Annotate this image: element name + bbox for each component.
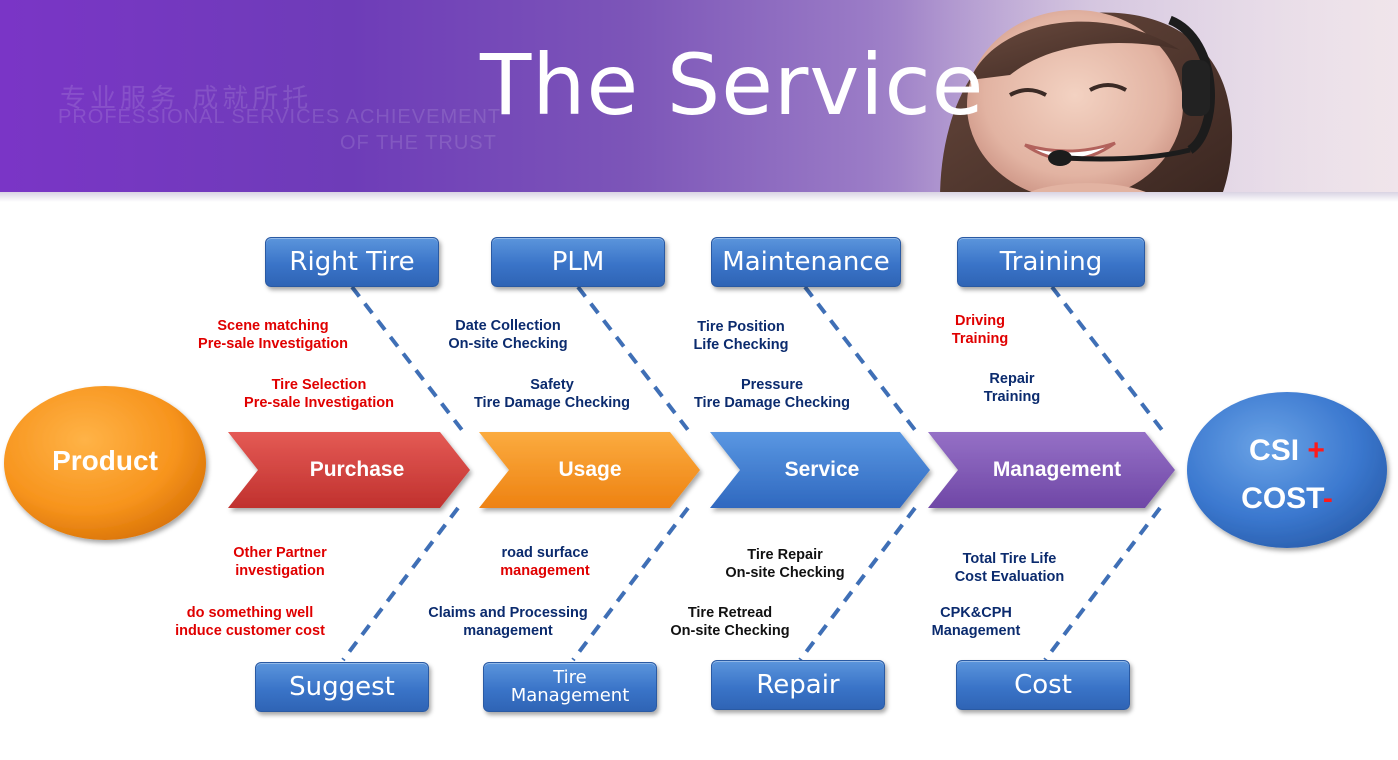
connector-maintenance [803, 285, 917, 432]
note-driving-training: Driving Training [951, 313, 1009, 347]
box-training[interactable]: Training [957, 237, 1145, 287]
csi-label: CSI + [1222, 434, 1352, 468]
usage-arrow [479, 432, 700, 508]
cost-label: COST- [1222, 482, 1352, 516]
note-date-collection: Date Collection On-site Checking [448, 318, 568, 352]
connector-tire-management [571, 506, 690, 662]
stage-service-label: Service [784, 458, 860, 481]
box-tire-management-line1: Tire [553, 667, 587, 688]
cost-text: COST [1241, 482, 1323, 515]
product-label: Product [52, 445, 158, 476]
box-tire-management-line2: Management [510, 685, 630, 706]
note-pressure: Pressure Tire Damage Checking [693, 377, 851, 411]
note-cpk-cph: CPK&CPH Management [931, 605, 1021, 639]
note-tire-retread: Tire Retread On-site Checking [670, 605, 790, 639]
note-other-partner: Other Partner investigation [233, 545, 327, 579]
box-repair[interactable]: Repair [711, 660, 885, 710]
management-arrow [928, 432, 1175, 508]
product-circle [4, 386, 206, 540]
connector-training [1050, 285, 1164, 432]
stage-usage-label: Usage [558, 458, 622, 481]
connector-cost [1043, 506, 1162, 662]
connector-plm [576, 285, 690, 432]
top-connectors [350, 285, 1164, 432]
connector-right-tire [350, 285, 464, 432]
box-plm[interactable]: PLM [491, 237, 665, 287]
note-tire-position: Tire Position Life Checking [693, 319, 789, 353]
watermark-english-line2: OF THE TRUST [340, 132, 497, 154]
csi-text: CSI [1249, 434, 1300, 467]
box-tire-management[interactable]: Tire Management [483, 662, 657, 712]
page-title: The Service [480, 36, 985, 134]
minus-sign: - [1322, 482, 1333, 515]
connector-repair [798, 506, 917, 662]
connector-suggest [341, 506, 460, 662]
note-safety: Safety Tire Damage Checking [473, 377, 631, 411]
stage-management-label: Management [992, 458, 1122, 481]
stage-purchase-label: Purchase [309, 458, 405, 481]
note-tire-selection: Tire Selection Pre-sale Investigation [244, 377, 394, 411]
csi-cost-circle [1187, 392, 1387, 548]
service-arrow [710, 432, 930, 508]
note-claims-processing: Claims and Processing management [428, 605, 588, 639]
box-right-tire[interactable]: Right Tire [265, 237, 439, 287]
watermark-english-line1: PROFESSIONAL SERVICES ACHIEVEMENT [58, 106, 502, 128]
box-cost[interactable]: Cost [956, 660, 1130, 710]
plus-sign: + [1307, 434, 1325, 467]
note-total-tire-life: Total Tire Life Cost Evaluation [954, 551, 1065, 585]
note-do-something-well: do something well induce customer cost [175, 605, 325, 639]
bottom-connectors [341, 506, 1162, 662]
watermark-chinese: 专业服务 成就所托 [60, 84, 313, 114]
box-maintenance[interactable]: Maintenance [711, 237, 901, 287]
note-road-surface: road surface management [500, 545, 590, 579]
note-scene-matching: Scene matching Pre-sale Investigation [198, 318, 348, 352]
header-banner: 专业服务 成就所托 PROFESSIONAL SERVICES ACHIEVEM… [0, 0, 1398, 200]
purchase-arrow [228, 432, 470, 508]
box-suggest[interactable]: Suggest [255, 662, 429, 712]
note-repair-training: Repair Training [983, 371, 1041, 405]
note-tire-repair: Tire Repair On-site Checking [725, 547, 845, 581]
banner-divider [0, 192, 1398, 202]
support-agent-photo [900, 0, 1398, 200]
